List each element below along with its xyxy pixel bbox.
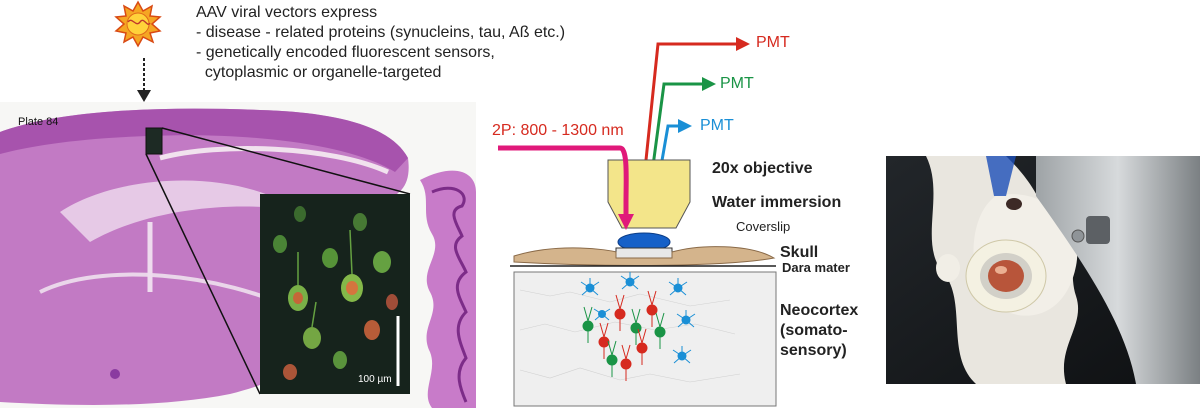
neocortex-block (513, 271, 777, 407)
header-line-1: - disease - related proteins (synucleins… (196, 24, 566, 41)
cortex-label-3: sensory) (780, 342, 847, 359)
coverslip-label: Coverslip (736, 219, 791, 234)
two-photon-schematic (498, 37, 777, 407)
astrocytes (580, 272, 696, 364)
pmt-label-red: PMT (756, 34, 790, 51)
laser-arrow (498, 145, 629, 216)
header-line-2: - genetically encoded fluorescent sensor… (196, 44, 495, 61)
plate-label: Plate 84 (18, 116, 59, 128)
zoom-region-box (145, 127, 163, 155)
cranial-window (988, 260, 1024, 292)
cortex-label-1: Neocortex (780, 302, 859, 319)
cortex-label-2: (somato- (780, 322, 848, 339)
coverslip (615, 247, 673, 259)
pmt-label-blue: PMT (700, 117, 734, 134)
objective-label: 20x objective (712, 160, 813, 177)
virus-icon (114, 0, 162, 48)
dura-mater-label: Dara mater (782, 260, 850, 275)
header-title: AAV viral vectors express (196, 4, 378, 21)
pmt-label-green: PMT (720, 75, 754, 92)
neurons (582, 290, 666, 381)
water-immersion-label: Water immersion (712, 194, 842, 211)
down-arrow-icon (137, 58, 151, 102)
mouse-photo (886, 156, 1200, 384)
laser-label: 2P: 800 - 1300 nm (492, 122, 624, 139)
scale-bar-label: 100 µm (358, 374, 392, 385)
histology-image (0, 102, 476, 408)
skull-label: Skull (780, 244, 819, 261)
header-line-3: cytoplasmic or organelle-targeted (196, 64, 442, 81)
